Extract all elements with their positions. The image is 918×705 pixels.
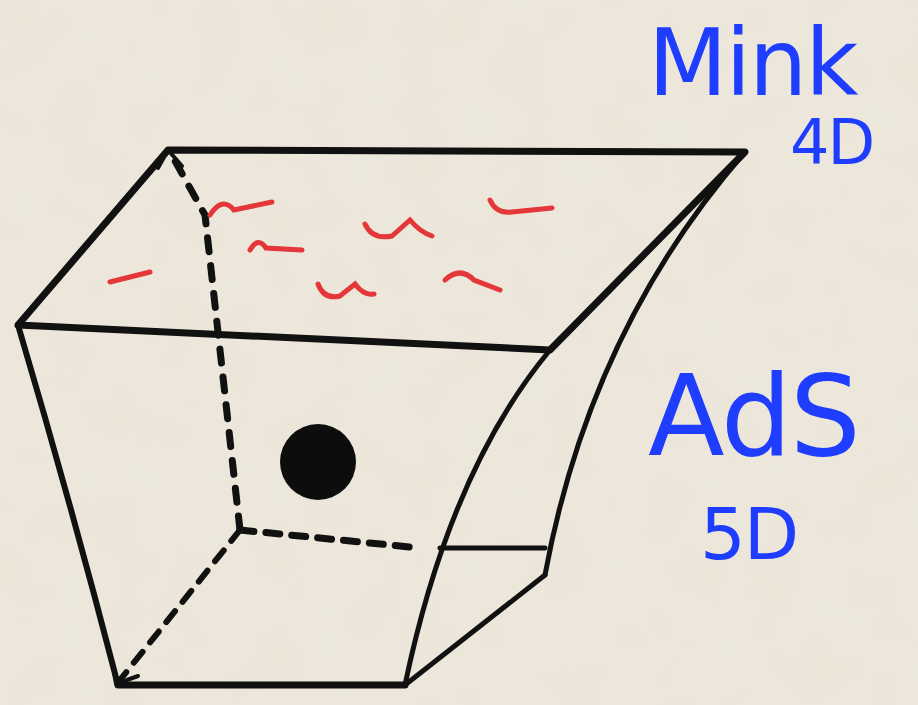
bottom-front-edge (118, 682, 405, 689)
boundary-face (18, 150, 745, 350)
black-hole (280, 424, 356, 500)
boundary-ripple (250, 242, 302, 250)
bottom-right-edge (405, 575, 545, 685)
boundary-ripple (490, 200, 552, 212)
boundary-ripple (365, 220, 432, 237)
front-right-edge (405, 350, 550, 685)
front-left-edge (18, 325, 118, 685)
hidden-diagonal-edge (120, 530, 240, 680)
boundary-ripple (110, 272, 150, 282)
axis-label: 4D (790, 112, 873, 174)
axis-label: 5D (700, 498, 797, 570)
axis-label: AdS (648, 360, 859, 472)
boundary-ripple (210, 202, 272, 215)
hidden-edge-end (440, 546, 545, 551)
boundary-ripple (445, 273, 500, 290)
axis-arrowhead (158, 150, 182, 168)
axis-arrowhead (112, 660, 138, 684)
axis-label: Mink (648, 18, 857, 110)
hidden-horizontal-edge (240, 530, 420, 548)
boundary-ripple (318, 284, 374, 297)
